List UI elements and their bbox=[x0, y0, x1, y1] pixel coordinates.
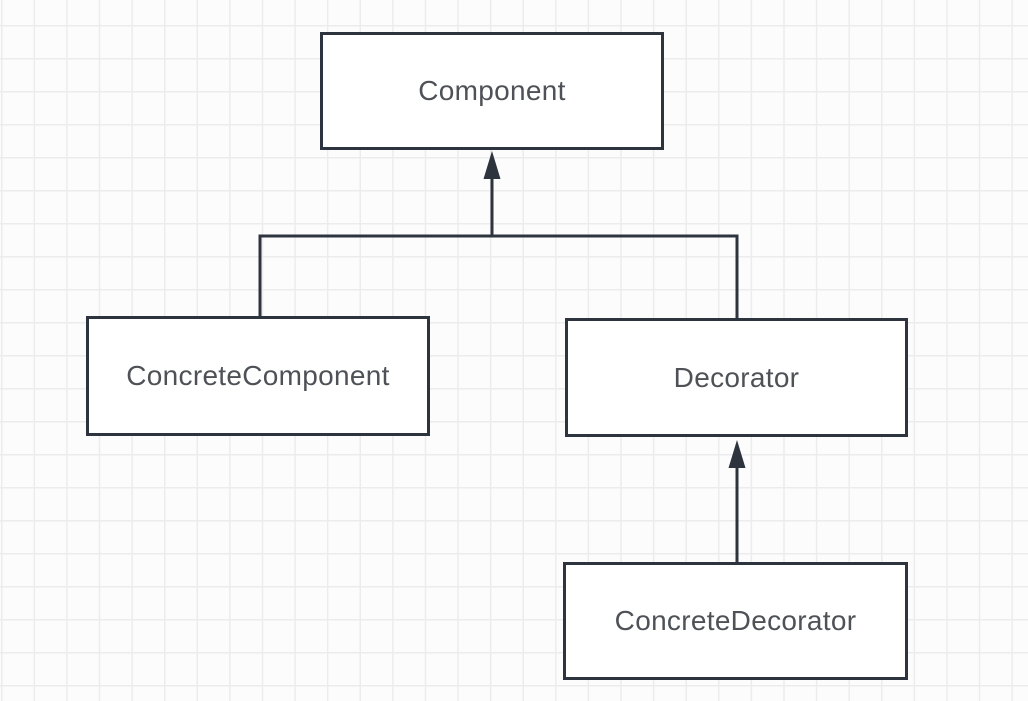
inheritance-arrowhead-component bbox=[483, 151, 501, 179]
class-node-decorator[interactable]: Decorator bbox=[565, 318, 908, 437]
class-node-concrete-decorator[interactable]: ConcreteDecorator bbox=[563, 562, 908, 680]
class-node-label: ConcreteComponent bbox=[126, 360, 390, 391]
class-node-concrete-component[interactable]: ConcreteComponent bbox=[86, 316, 430, 436]
inheritance-arrowhead-decorator bbox=[728, 440, 746, 468]
class-node-label: Decorator bbox=[673, 361, 800, 393]
class-node-component[interactable]: Component bbox=[320, 32, 664, 150]
class-node-label: ConcreteDecorator bbox=[614, 605, 857, 636]
class-node-label: Component bbox=[418, 75, 566, 106]
edge-subclasses-junction-line[interactable] bbox=[258, 234, 739, 319]
